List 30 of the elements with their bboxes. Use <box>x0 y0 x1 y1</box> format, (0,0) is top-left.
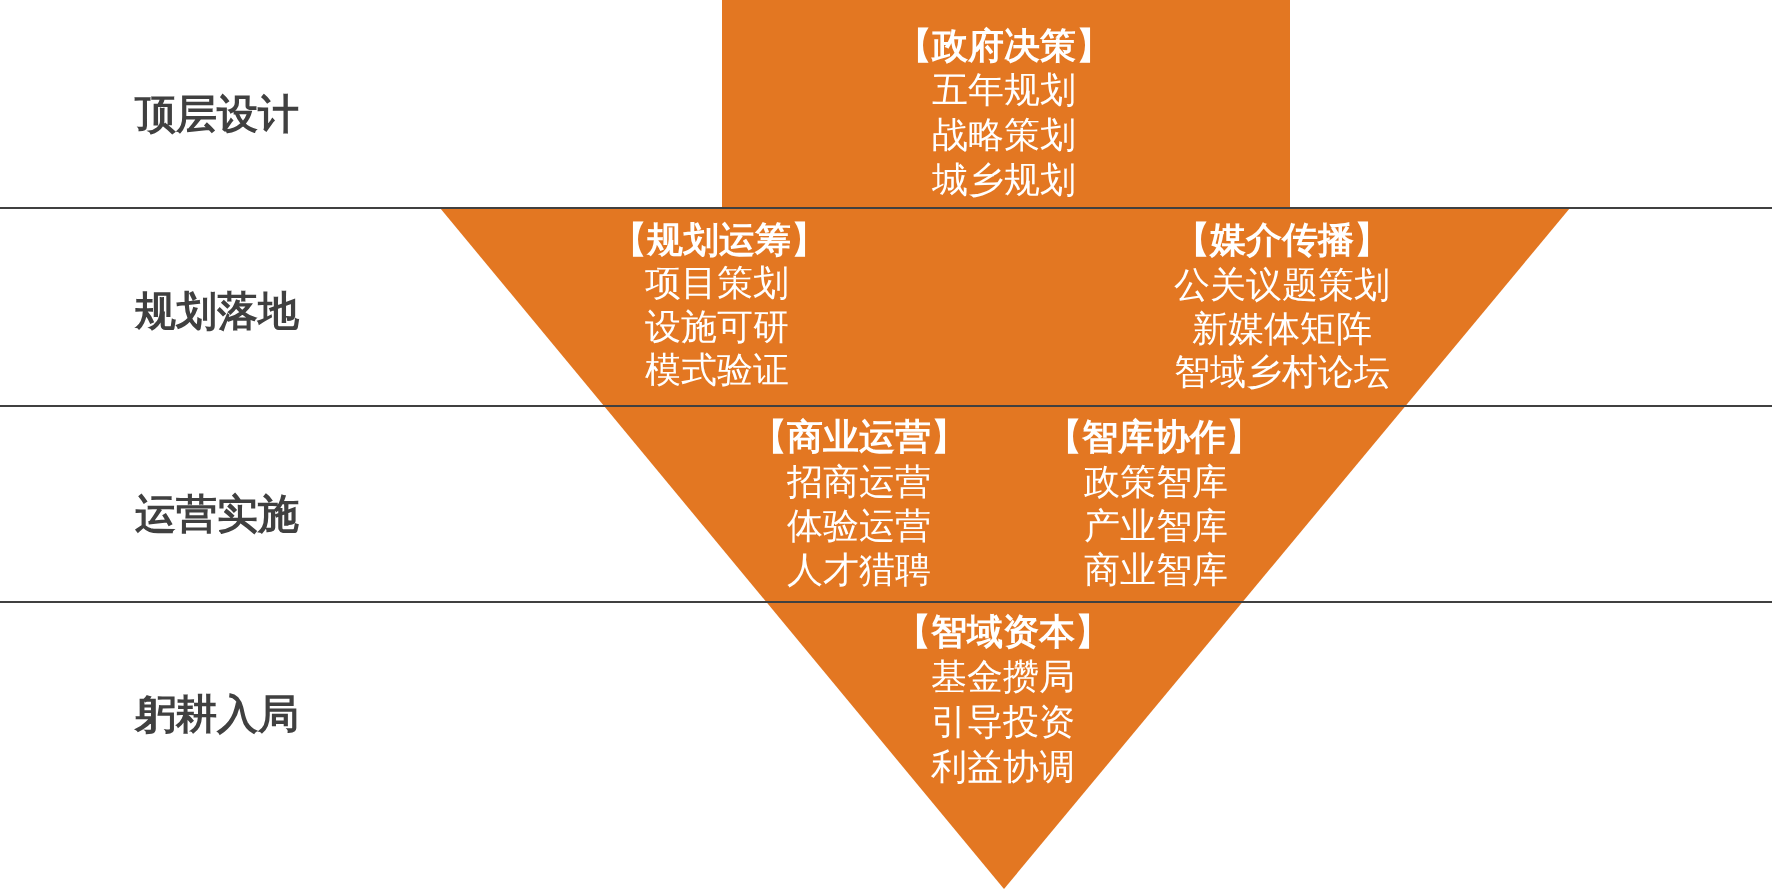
row-label: 规划落地 <box>135 288 299 336</box>
list-item: 城乡规划 <box>932 159 1076 201</box>
list-item: 引导投资 <box>931 701 1075 743</box>
row-label: 运营实施 <box>135 491 299 539</box>
group-heading: 【媒介传播】 <box>1174 219 1390 261</box>
list-item: 招商运营 <box>787 461 931 503</box>
group-heading: 【商业运营】 <box>751 416 967 458</box>
list-item: 体验运营 <box>787 505 931 547</box>
list-item: 商业智库 <box>1084 549 1228 591</box>
list-item: 基金攒局 <box>931 656 1075 698</box>
group-heading: 【智库协作】 <box>1046 416 1262 458</box>
list-item: 产业智库 <box>1084 505 1228 547</box>
list-item: 利益协调 <box>931 746 1075 788</box>
list-item: 战略策划 <box>932 114 1076 156</box>
row-label: 顶层设计 <box>135 91 299 139</box>
list-item: 智域乡村论坛 <box>1174 351 1390 393</box>
list-item: 模式验证 <box>645 349 789 391</box>
inverted-triangle <box>440 208 1570 889</box>
list-item: 项目策划 <box>645 262 789 304</box>
list-item: 政策智库 <box>1084 461 1228 503</box>
list-item: 公关议题策划 <box>1174 264 1390 306</box>
group-heading: 【政府决策】 <box>896 25 1112 67</box>
row-label: 躬耕入局 <box>135 691 299 739</box>
list-item: 设施可研 <box>645 306 789 348</box>
list-item: 人才猎聘 <box>787 549 931 591</box>
list-item: 五年规划 <box>932 69 1076 111</box>
top-panel <box>722 0 1290 208</box>
group-heading: 【智域资本】 <box>895 611 1111 653</box>
group-heading: 【规划运筹】 <box>611 219 827 261</box>
list-item: 新媒体矩阵 <box>1192 308 1372 350</box>
